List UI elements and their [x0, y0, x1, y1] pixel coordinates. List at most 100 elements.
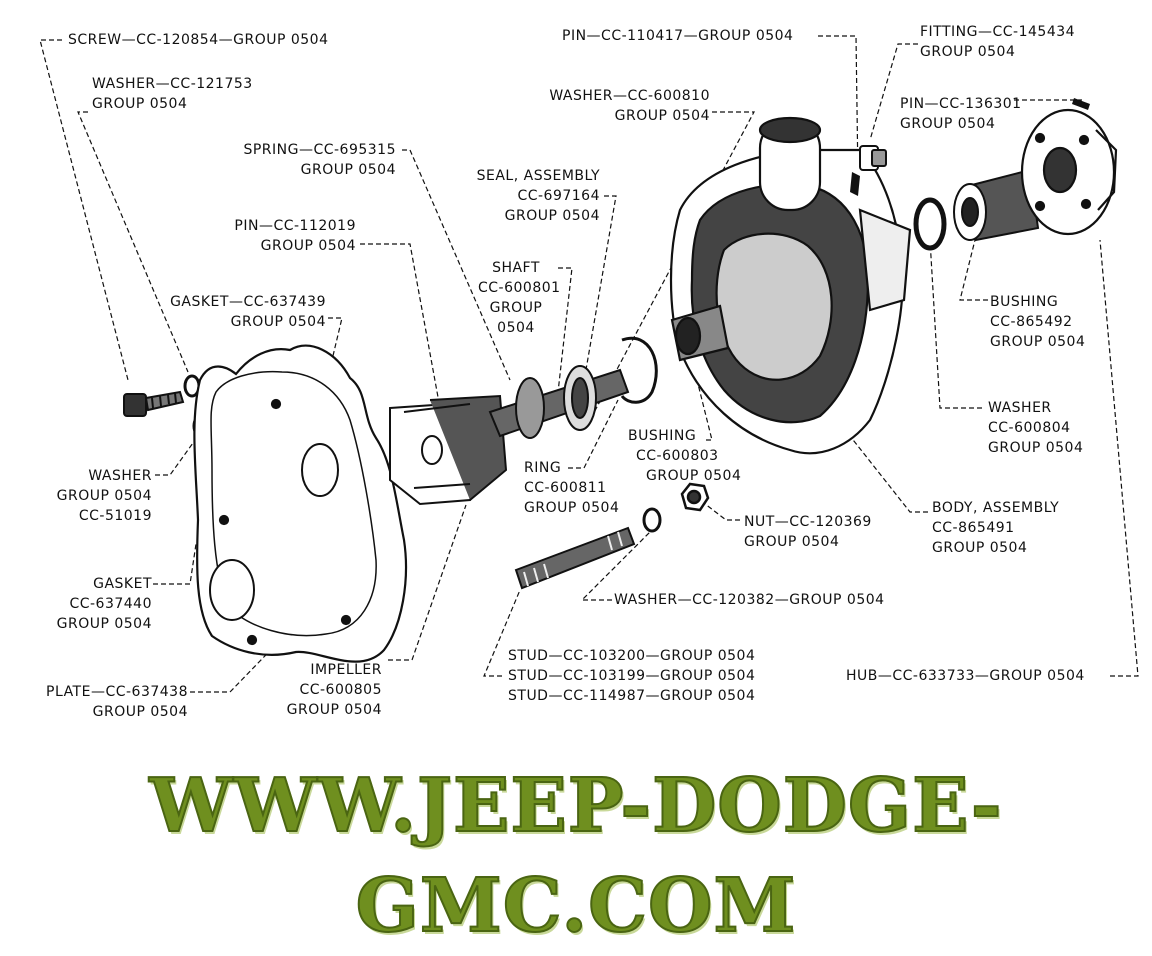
label-line: SHAFT — [492, 260, 540, 276]
label-line: BODY, ASSEMBLY — [932, 500, 1060, 516]
label-line: CC-697164 — [517, 188, 600, 204]
label-line: NUT—CC-120369 — [744, 514, 872, 530]
label-line: GROUP 0504 — [56, 616, 152, 632]
label-line: PIN—CC-112019 — [234, 218, 356, 234]
label-line: GROUP 0504 — [990, 334, 1086, 350]
label-line: BUSHING — [628, 428, 697, 444]
leader-nut — [699, 499, 740, 521]
label-line: FITTING—CC-145434 — [920, 24, 1076, 40]
label-line: STUD—CC-114987—GROUP 0504 — [508, 688, 756, 704]
impeller-part — [389, 394, 508, 506]
exploded-parts-diagram — [39, 35, 1139, 693]
leader-bushing-865492 — [959, 219, 988, 301]
washer-120382-part — [642, 507, 662, 533]
website-banner: WWW.JEEP-DODGE-GMC.COM — [0, 756, 1152, 950]
label-ring: RING CC-600811 GROUP 0504 — [524, 458, 619, 518]
label-washer-120382: WASHER—CC-120382—GROUP 0504 — [614, 590, 885, 610]
leader-lines — [39, 35, 1139, 693]
label-line: GASKET—CC-637439 — [170, 294, 326, 310]
label-bushing-865492: BUSHING CC-865492 GROUP 0504 — [990, 292, 1085, 352]
leader-body — [849, 435, 928, 513]
label-line: CC-600805 — [299, 682, 382, 698]
label-line: CC-865492 — [990, 314, 1073, 330]
label-line: WASHER — [88, 468, 152, 484]
label-line: GROUP 0504 — [230, 314, 326, 330]
label-line: GROUP 0504 — [504, 208, 600, 224]
leader-impeller — [388, 504, 467, 661]
label-line: WASHER—CC-600810 — [549, 88, 710, 104]
label-line: GROUP 0504 — [56, 488, 152, 504]
label-line: STUD—CC-103199—GROUP 0504 — [508, 668, 756, 684]
pin-110417-part — [850, 172, 860, 196]
label-screw: SCREW—CC-120854—GROUP 0504 — [68, 30, 329, 50]
label-gasket-637439: GASKET—CC-637439 GROUP 0504 — [160, 292, 326, 332]
screw-part — [123, 390, 185, 417]
label-line: CC-600811 — [524, 480, 607, 496]
label-washer-600804: WASHER CC-600804 GROUP 0504 — [988, 398, 1083, 458]
bushing-865492-part — [953, 168, 1040, 242]
leader-washer-121753 — [77, 111, 189, 373]
fitting-part — [859, 145, 887, 171]
label-line: CC-600803 — [636, 448, 719, 464]
label-pin-110417: PIN—CC-110417—GROUP 0504 — [562, 26, 793, 46]
label-line: WASHER — [988, 400, 1052, 416]
label-line: GROUP 0504 — [920, 44, 1016, 60]
label-washer-121753: WASHER—CC-121753 GROUP 0504 — [92, 74, 253, 114]
label-line: PIN—CC-110417—GROUP 0504 — [562, 28, 794, 44]
leader-shaft — [555, 267, 573, 411]
pin-136301-part — [1072, 98, 1090, 110]
label-line: CC-637440 — [69, 596, 152, 612]
label-line: SCREW—CC-120854—GROUP 0504 — [68, 32, 329, 48]
label-line: CC-865491 — [932, 520, 1015, 536]
stud-part — [514, 526, 636, 590]
label-line: GROUP 0504 — [286, 702, 382, 718]
label-line: IMPELLER — [310, 662, 382, 678]
label-line: GASKET — [93, 576, 152, 592]
leader-pin-112019 — [360, 243, 441, 409]
label-line: GROUP — [489, 300, 543, 316]
label-plate: PLATE—CC-637438 GROUP 0504 — [20, 682, 188, 722]
label-line: GROUP 0504 — [988, 440, 1084, 456]
label-line: GROUP 0504 — [524, 500, 620, 516]
label-line: GROUP 0504 — [260, 238, 356, 254]
label-line: 0504 — [497, 320, 535, 336]
leader-fitting — [869, 43, 918, 141]
label-line: GROUP 0504 — [300, 162, 396, 178]
label-impeller: IMPELLER CC-600805 GROUP 0504 — [244, 660, 382, 720]
label-line: PIN—CC-136301 — [900, 96, 1022, 112]
label-spring: SPRING—CC-695315 GROUP 0504 — [226, 140, 396, 180]
shaft-part — [488, 336, 658, 439]
label-line: RING — [524, 460, 562, 476]
label-line: GROUP 0504 — [92, 704, 188, 720]
label-line: HUB—CC-633733—GROUP 0504 — [846, 668, 1085, 684]
nut-part — [680, 482, 710, 512]
label-line: GROUP 0504 — [932, 540, 1028, 556]
label-washer-600810: WASHER—CC-600810 GROUP 0504 — [520, 86, 710, 126]
label-gasket-637440: GASKET CC-637440 GROUP 0504 — [20, 574, 152, 634]
leader-spring — [402, 149, 511, 381]
label-line: GROUP 0504 — [900, 116, 996, 132]
body-assembly-part — [669, 116, 912, 455]
leader-seal — [577, 195, 617, 417]
label-line: SPRING—CC-695315 — [243, 142, 396, 158]
hub-part — [1020, 108, 1118, 236]
leader-washer-51019 — [155, 435, 199, 476]
label-line: CC-51019 — [78, 508, 152, 524]
label-fitting: FITTING—CC-145434 GROUP 0504 — [920, 22, 1075, 62]
label-body-assembly: BODY, ASSEMBLY CC-865491 GROUP 0504 — [932, 498, 1059, 558]
label-line: CC-600801 — [478, 280, 561, 296]
label-line: PLATE—CC-637438 — [46, 684, 188, 700]
label-line: GROUP 0504 — [744, 534, 840, 550]
label-line: CC-600804 — [988, 420, 1071, 436]
label-shaft: SHAFT CC-600801 GROUP 0504 — [478, 258, 561, 338]
label-line: BUSHING — [990, 294, 1059, 310]
label-nut: NUT—CC-120369 GROUP 0504 — [744, 512, 872, 552]
label-line: SEAL, ASSEMBLY — [476, 168, 600, 184]
label-line: GROUP 0504 — [646, 468, 742, 484]
washer-600804-part — [913, 197, 947, 251]
leader-washer-600804 — [929, 239, 982, 409]
label-hub: HUB—CC-633733—GROUP 0504 — [846, 666, 1085, 686]
leader-gasket-637439 — [328, 317, 343, 361]
leader-washer-600810 — [589, 111, 755, 421]
label-line: GROUP 0504 — [614, 108, 710, 124]
